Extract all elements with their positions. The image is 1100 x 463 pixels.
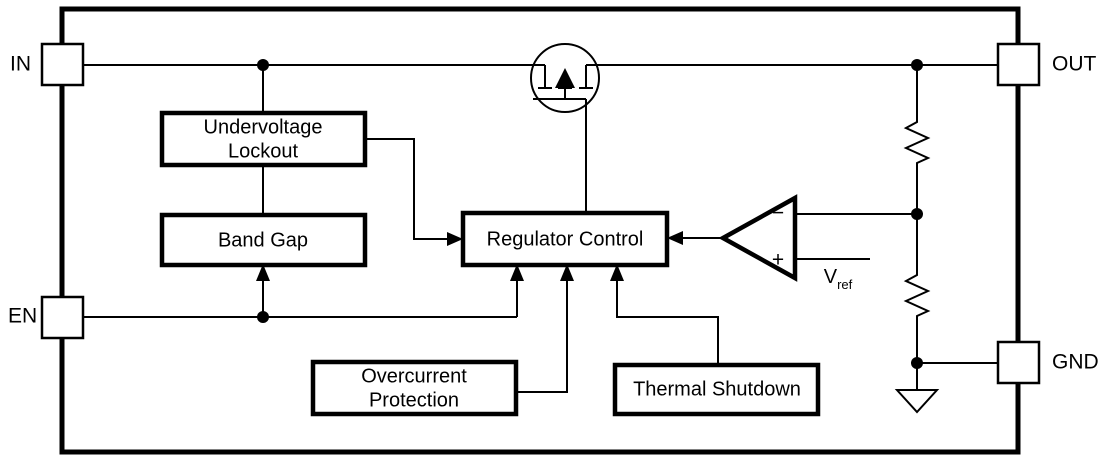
pin-pad-in[interactable] <box>40 42 85 87</box>
vref-label: Vref <box>824 266 853 292</box>
block-regulator-control[interactable] <box>460 210 670 268</box>
pin-pad-en[interactable] <box>40 295 85 340</box>
pin-pad-out[interactable] <box>996 42 1041 87</box>
junction-dot-feedback-tap <box>911 208 923 220</box>
vref-label-subscript: ref <box>837 277 853 292</box>
resistor-symbol-top <box>903 115 931 170</box>
wire-overcurrent-to-regulator <box>516 277 568 393</box>
arrowhead-thermal-to-regulator <box>610 264 624 281</box>
block-label-overcurrent-line1: Overcurrent <box>361 365 467 387</box>
block-label-uvlo-line1: Undervoltage <box>204 116 323 138</box>
pin-label-in: IN <box>10 53 31 76</box>
comparator-symbol[interactable]: − + <box>718 194 798 282</box>
block-thermal-shutdown[interactable] <box>612 362 821 417</box>
block-label-regulator-control: Regulator Control <box>487 228 644 250</box>
block-label-uvlo-line2: Lockout <box>228 140 298 162</box>
arrowhead-comparator-to-regulator <box>667 231 683 245</box>
junction-dot-en-bandgap <box>257 311 269 323</box>
ground-symbol <box>894 363 940 414</box>
non-inverting-input-sign: + <box>772 249 784 272</box>
wire-thermal-to-regulator <box>616 277 719 365</box>
pin-label-out: OUT <box>1052 53 1097 76</box>
block-label-thermal-shutdown: Thermal Shutdown <box>633 378 801 400</box>
block-label-overcurrent-line2: Protection <box>369 389 459 411</box>
device-outline <box>59 6 1021 455</box>
resistor-symbol-bottom <box>903 268 931 323</box>
mosfet-symbol <box>530 43 600 213</box>
arrowhead-en-to-regulator <box>510 264 524 281</box>
pin-pad-gnd[interactable] <box>996 340 1041 385</box>
inverting-input-sign: − <box>772 202 784 225</box>
pin-label-gnd: GND <box>1052 351 1099 374</box>
pin-label-en: EN <box>8 305 37 328</box>
wire-uvlo-to-regulator <box>365 138 452 240</box>
arrowhead-uvlo-to-regulator <box>447 232 463 246</box>
arrowhead-en-to-bandgap <box>256 264 270 281</box>
block-overcurrent-protection[interactable] <box>310 359 519 417</box>
arrowhead-overcurrent-to-regulator <box>560 264 574 281</box>
block-band-gap[interactable] <box>159 212 368 268</box>
vref-label-main: V <box>824 266 838 288</box>
block-label-band-gap: Band Gap <box>218 229 308 251</box>
